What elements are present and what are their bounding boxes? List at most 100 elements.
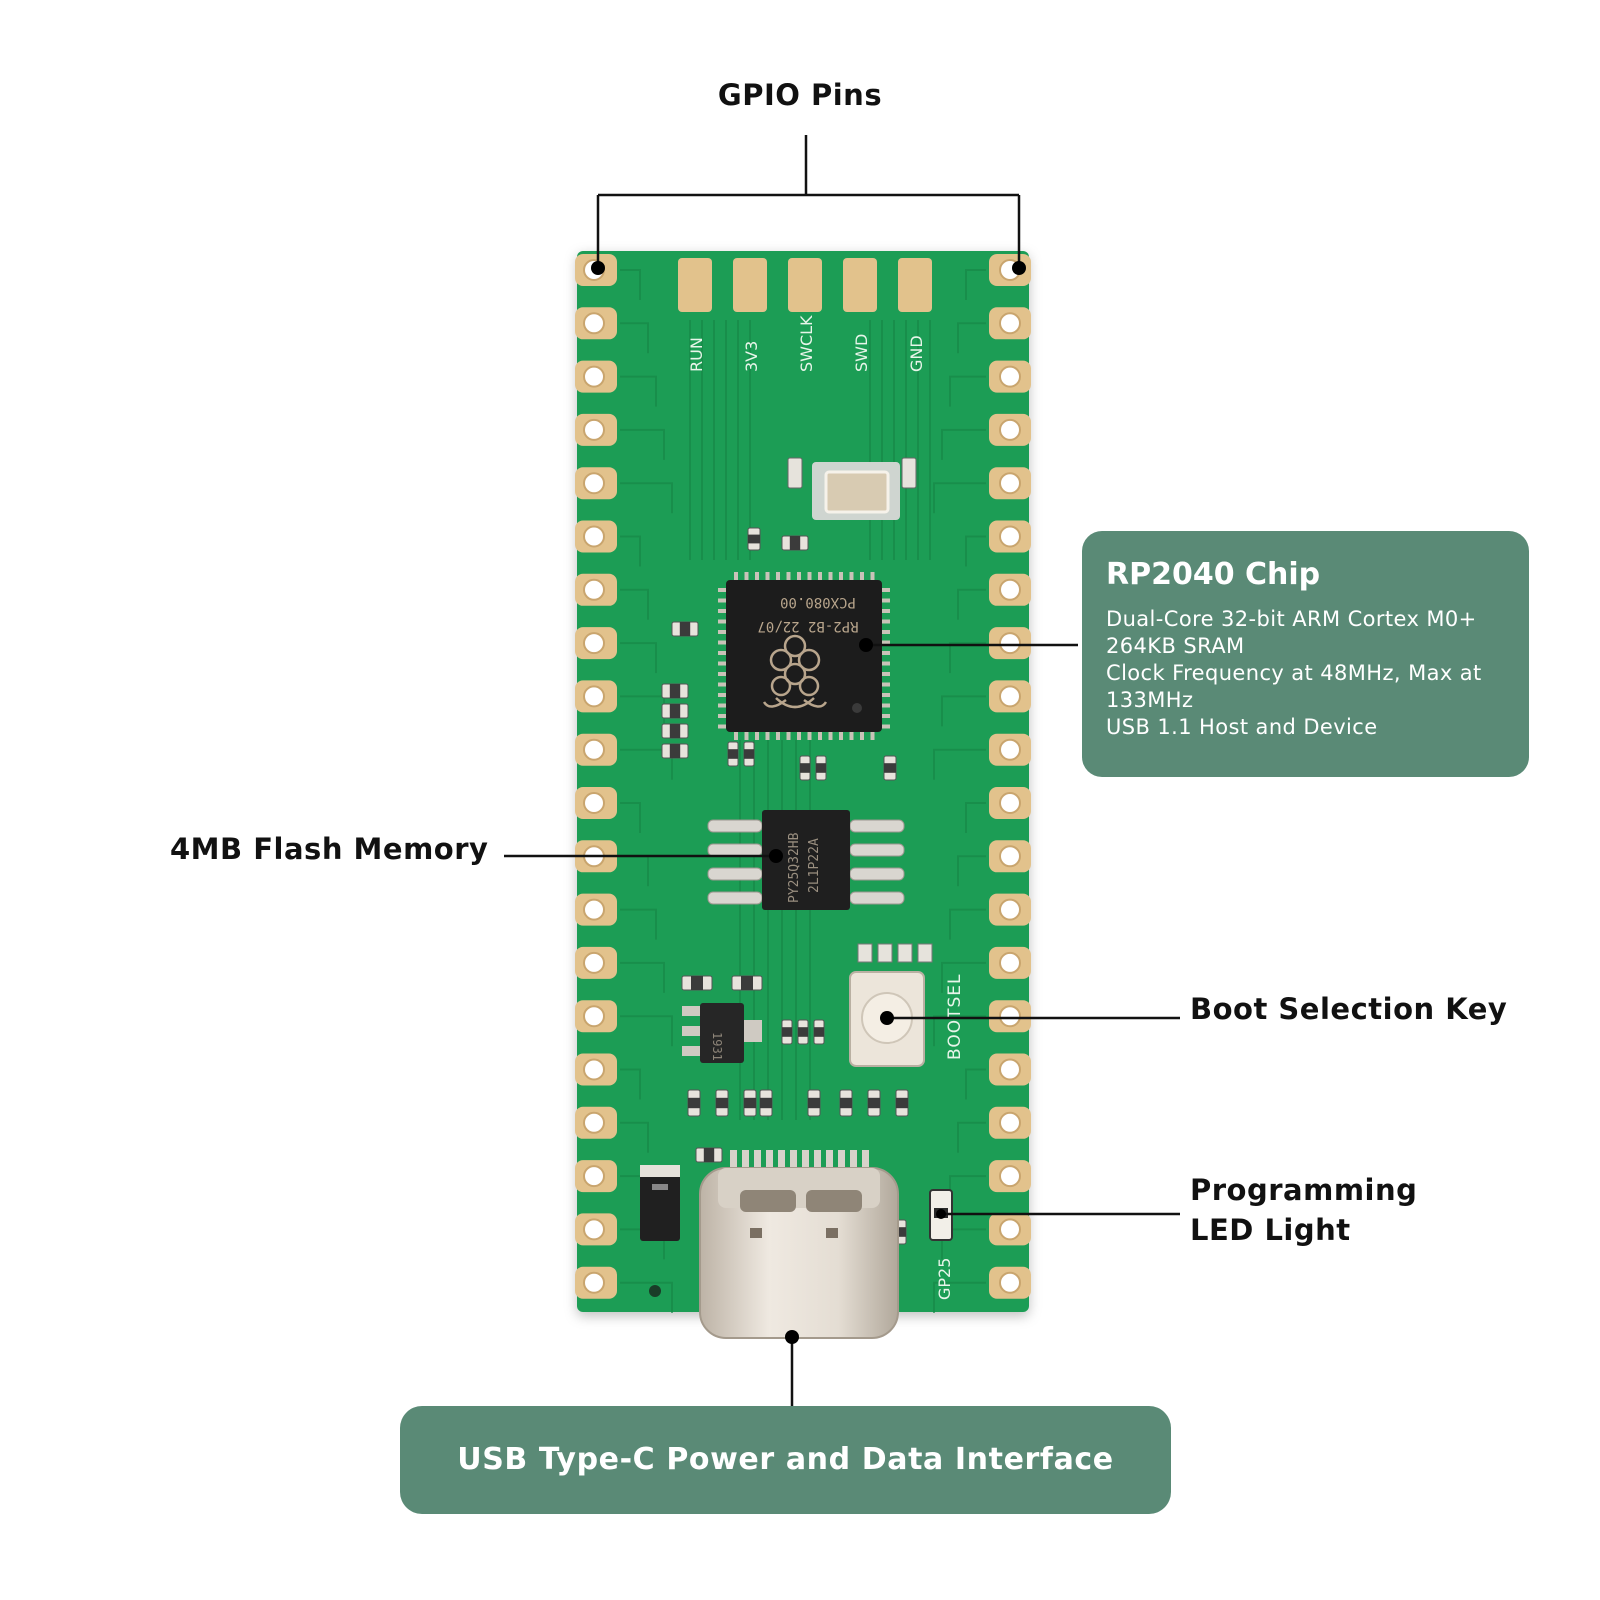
flash-memory-label: 4MB Flash Memory — [170, 832, 489, 866]
rp2040-chip: RP2-B2 22/07 PCX080.00 — [718, 572, 890, 740]
gpio-pin-right-4 — [989, 413, 1031, 446]
debug-pad-label-3v3: 3V3 — [742, 341, 761, 372]
smd-components — [661, 527, 909, 1245]
bootsel-button[interactable] — [849, 943, 933, 1067]
debug-pad-label-run: RUN — [687, 337, 706, 372]
smd-component — [727, 741, 739, 767]
smd-component — [747, 527, 761, 551]
gpio-pin-right-2 — [989, 307, 1031, 340]
smd-component — [781, 1019, 793, 1045]
debug-pad-run: RUN — [678, 258, 712, 372]
smd-component — [731, 975, 763, 991]
debug-pad-swclk: SWCLK — [788, 258, 822, 372]
led-label-line1: Programming — [1190, 1173, 1418, 1207]
chip-spec-cores: Dual-Core 32-bit ARM Cortex M0+ — [1106, 607, 1477, 631]
smd-component — [867, 1089, 881, 1117]
gpio-pin-left-4 — [575, 413, 617, 446]
debug-pad-label-gnd: GND — [907, 335, 926, 372]
chip-card-title: RP2040 Chip — [1106, 557, 1321, 592]
debug-pad-3v3: 3V3 — [733, 258, 767, 372]
gpio-pin-right-20 — [989, 1266, 1031, 1299]
gpio-pin-right-10 — [989, 733, 1031, 766]
gpio-pin-left-5 — [575, 467, 617, 500]
smd-component — [681, 975, 713, 991]
gpio-pin-right-8 — [989, 627, 1031, 660]
smd-component — [813, 1019, 825, 1045]
debug-pad-swd: SWD — [843, 258, 877, 372]
chip-spec-clock: Clock Frequency at 48MHz, Max at — [1106, 661, 1482, 685]
smd-component — [695, 1147, 723, 1163]
programming-led-label: Programming LED Light — [1190, 1170, 1417, 1250]
led-label-line2: LED Light — [1190, 1213, 1351, 1247]
raspberry-logo-icon — [762, 634, 828, 709]
callout-dots — [591, 261, 1026, 1344]
gpio-pin-right-16 — [989, 1053, 1031, 1086]
gpio-pin-left-20 — [575, 1266, 617, 1299]
gpio-pin-left-14 — [575, 946, 617, 979]
chip-marking-line2: PCX080.00 — [780, 594, 856, 610]
gpio-pin-right-17 — [989, 1106, 1031, 1139]
gpio-pins — [575, 254, 1031, 1299]
gpio-pin-right-13 — [989, 893, 1031, 926]
gpio-pin-left-10 — [575, 733, 617, 766]
smd-component — [883, 755, 897, 781]
smd-component — [781, 535, 809, 551]
gpio-callout-bracket — [596, 135, 1021, 266]
smd-component — [895, 1089, 909, 1117]
regulator-marking: 1931 — [710, 1032, 724, 1061]
chip-spec-sram: 264KB SRAM — [1106, 634, 1245, 658]
chip-spec-clock-max: 133MHz — [1106, 688, 1194, 712]
smd-component — [661, 743, 689, 759]
flash-memory-chip: PY25Q32HB 2L1P22A — [707, 810, 905, 910]
smd-component — [839, 1089, 853, 1117]
usb-interface-card: USB Type-C Power and Data Interface — [400, 1406, 1171, 1514]
gpio-pin-right-12 — [989, 840, 1031, 873]
debug-pad-gnd: GND — [898, 258, 932, 372]
gpio-pin-right-7 — [989, 573, 1031, 606]
flash-marking-line1: PY25Q32HB — [787, 832, 802, 903]
usb-card-title: USB Type-C Power and Data Interface — [457, 1442, 1114, 1477]
gpio-pin-right-9 — [989, 680, 1031, 713]
gpio-pin-left-6 — [575, 520, 617, 553]
gpio-pin-left-7 — [575, 573, 617, 606]
gpio-pins-label: GPIO Pins — [717, 78, 883, 112]
smd-component — [743, 741, 755, 767]
pcb-traces — [620, 269, 986, 1313]
gpio-pin-left-18 — [575, 1160, 617, 1193]
smd-component — [797, 1019, 809, 1045]
rp2040-info-card: RP2040 Chip Dual-Core 32-bit ARM Cortex … — [1082, 531, 1529, 777]
gpio-pin-right-18 — [989, 1160, 1031, 1193]
gpio-pin-left-13 — [575, 893, 617, 926]
smd-component — [661, 683, 689, 699]
led-silkscreen: GP25 — [935, 1258, 954, 1300]
flash-marking-line2: 2L1P22A — [807, 838, 822, 893]
schottky-diode — [640, 1165, 680, 1241]
gpio-pin-left-3 — [575, 360, 617, 393]
smd-component — [807, 1089, 821, 1117]
gpio-pin-right-11 — [989, 787, 1031, 819]
debug-pad-label-swd: SWD — [852, 334, 871, 372]
gpio-pin-right-5 — [989, 467, 1031, 500]
smd-component — [743, 1089, 757, 1117]
gpio-pin-left-2 — [575, 307, 617, 340]
gpio-pin-right-3 — [989, 360, 1031, 393]
gpio-pin-left-8 — [575, 627, 617, 660]
gpio-pin-right-15 — [989, 1000, 1031, 1033]
voltage-regulator: 1931 — [682, 1003, 762, 1063]
smd-component — [715, 1089, 729, 1117]
gpio-pin-left-16 — [575, 1053, 617, 1086]
gpio-pin-left-19 — [575, 1213, 617, 1246]
boot-selection-key-label: Boot Selection Key — [1190, 992, 1508, 1026]
gpio-pin-left-17 — [575, 1106, 617, 1139]
smd-component — [671, 621, 699, 637]
gpio-pin-left-11 — [575, 787, 617, 819]
smd-component — [815, 755, 827, 781]
debug-pad-label-swclk: SWCLK — [797, 315, 816, 372]
usb-c-connector[interactable] — [699, 1150, 899, 1339]
gpio-pin-left-9 — [575, 680, 617, 713]
smd-component — [759, 1089, 773, 1117]
smd-component — [799, 755, 811, 781]
gpio-pin-right-6 — [989, 520, 1031, 553]
